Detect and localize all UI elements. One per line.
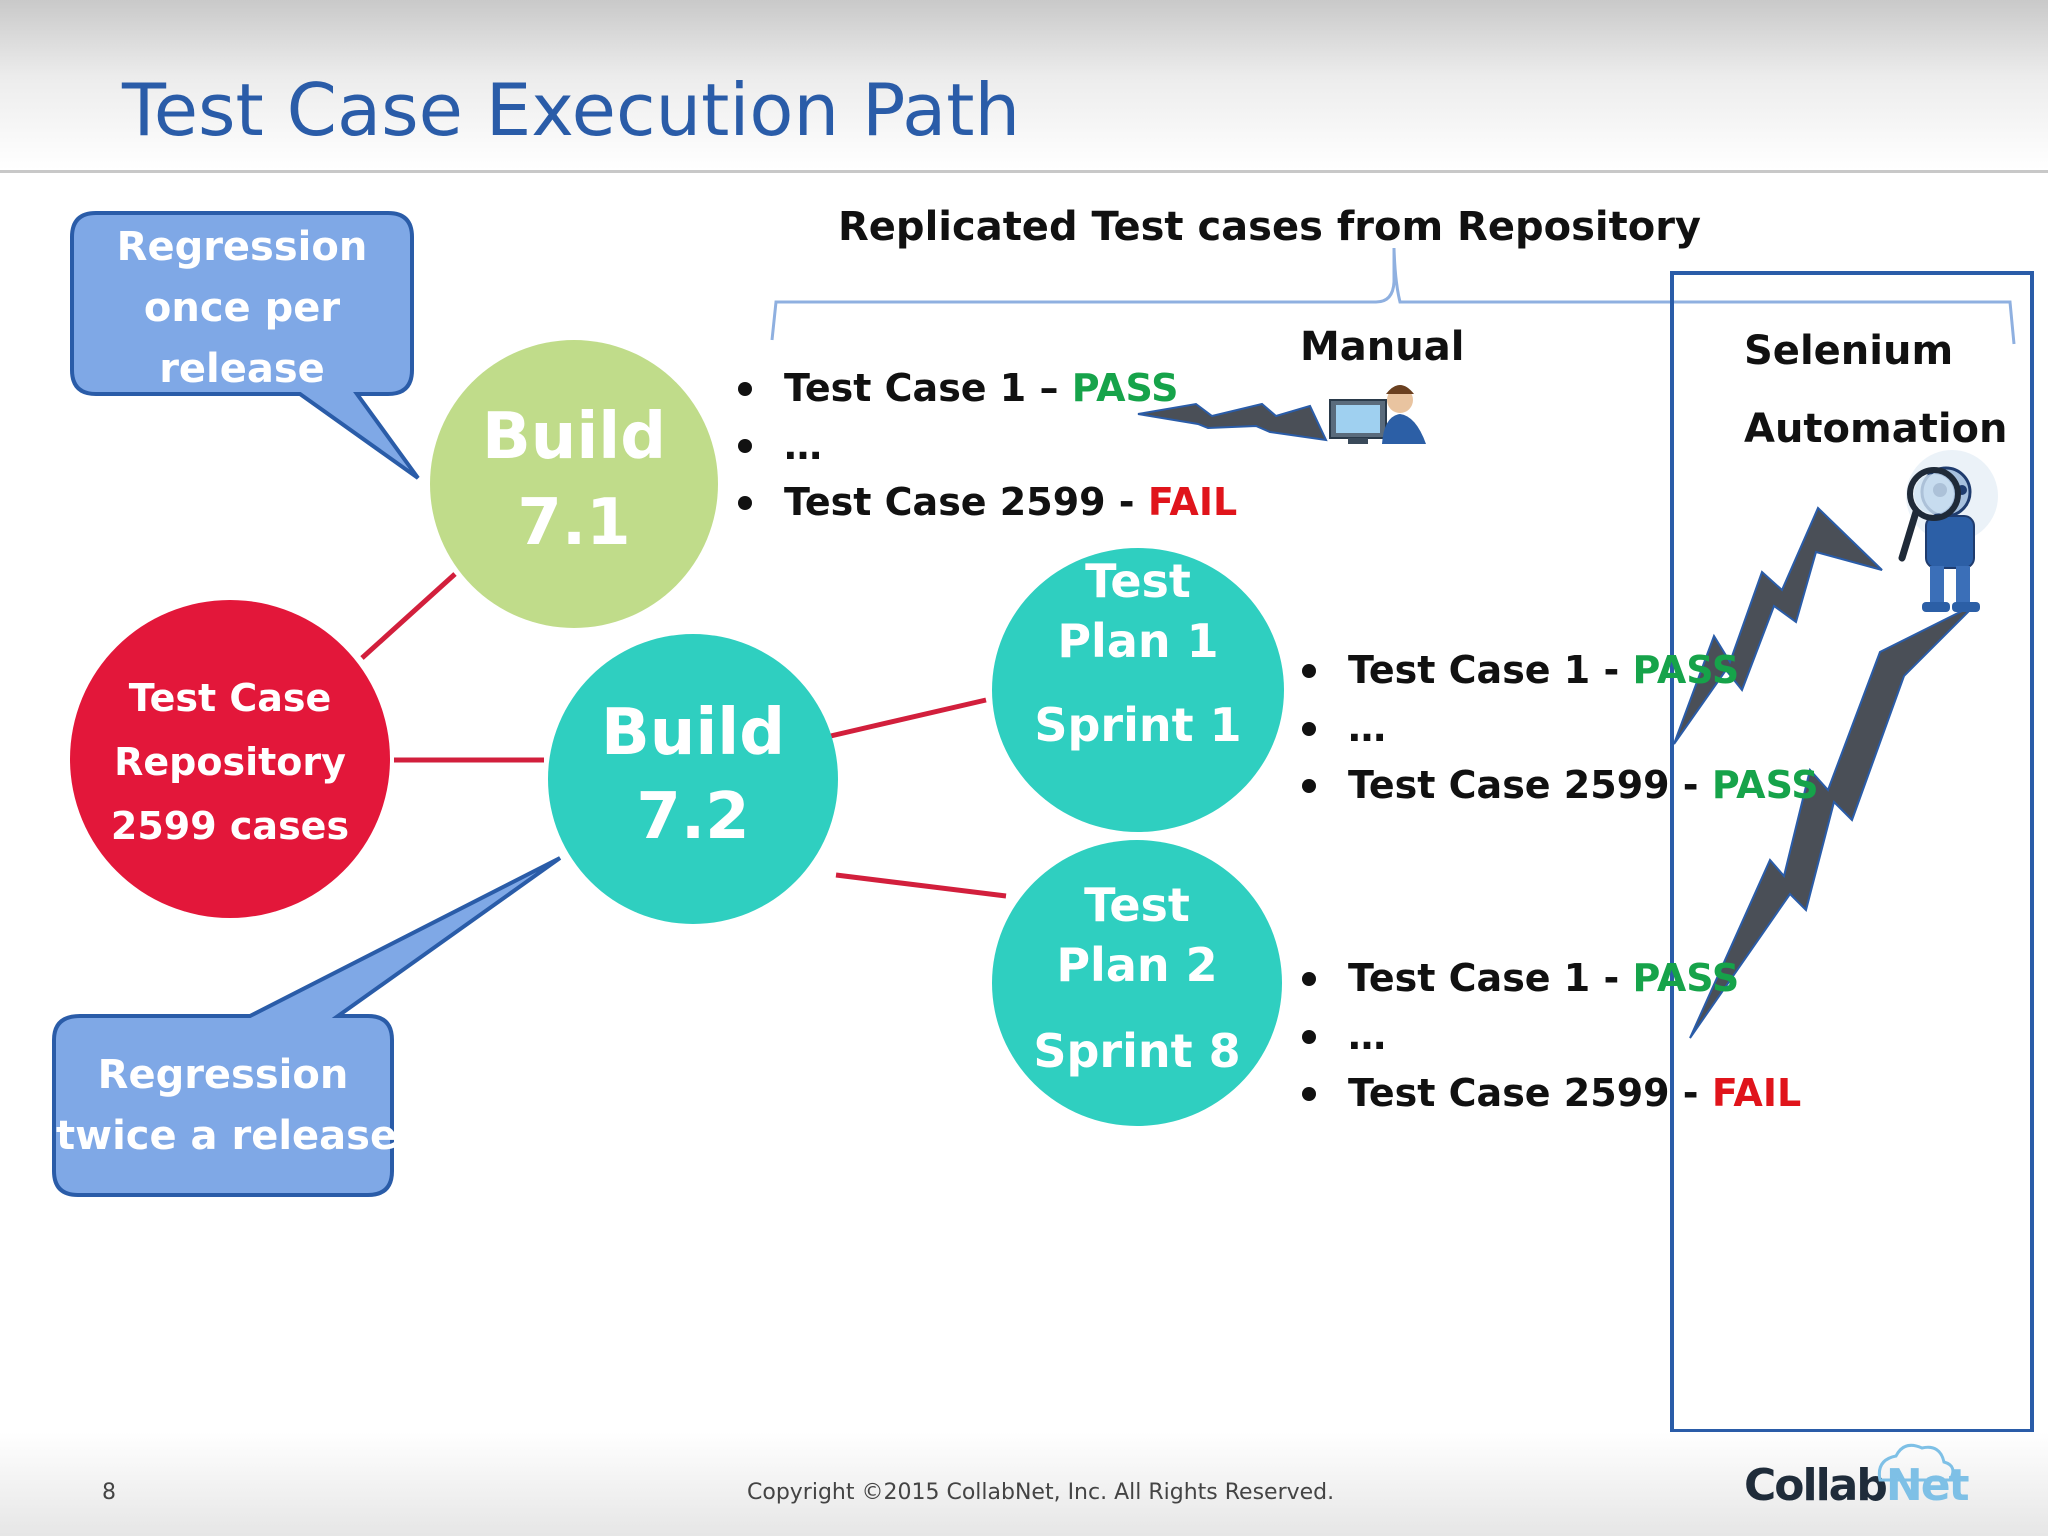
node-test-plan-2-line: Plan 2 xyxy=(1056,938,1218,992)
bullet-dot xyxy=(738,382,752,396)
node-repository: Test Case Repository 2599 cases xyxy=(70,600,390,918)
automation-box xyxy=(1670,271,2034,1433)
node-test-plan-1-line: Test xyxy=(1085,554,1191,608)
bullet-dot xyxy=(1302,1030,1316,1044)
status-pass: PASS xyxy=(1711,763,1819,807)
status-fail: FAIL xyxy=(1147,480,1238,524)
copyright-text: Copyright ©2015 CollabNet, Inc. All Righ… xyxy=(747,1480,1335,1505)
connector-build72-plan1 xyxy=(821,697,987,741)
collabnet-logo: CollabNet xyxy=(1744,1460,1970,1511)
node-build-72: Build 7.2 xyxy=(548,634,838,924)
bullet-dot xyxy=(1302,722,1316,736)
title-bar xyxy=(0,0,2048,173)
list-item-text: … xyxy=(784,424,822,468)
bullet-dot xyxy=(738,439,752,453)
person-at-computer-icon xyxy=(1329,385,1426,444)
logo-part-2: Net xyxy=(1885,1460,1970,1511)
list-item: … xyxy=(1348,706,1386,750)
node-build-71-line: Build xyxy=(481,400,667,474)
footer-bar xyxy=(0,1432,2048,1536)
lightning-automation-1 xyxy=(1673,506,1883,745)
list-item-text: Test Case 2599 - xyxy=(1348,763,1712,807)
status-pass: PASS xyxy=(1632,648,1740,692)
node-test-plan-1-line: Sprint 1 xyxy=(1034,698,1242,752)
bullet-dot xyxy=(1302,972,1316,986)
node-test-plan-2-line: Sprint 8 xyxy=(1033,1024,1241,1078)
callout-top-line: once per xyxy=(143,285,341,331)
node-repository-line: Repository xyxy=(114,740,346,784)
connector-repo-build71 xyxy=(360,572,457,660)
automation-label: Automation xyxy=(1744,406,2008,452)
list-item: Test Case 2599 - FAIL xyxy=(1348,1071,1801,1115)
callout-top-line: Regression xyxy=(116,224,368,270)
list-item-text: … xyxy=(1348,1014,1386,1058)
connector-build72-plan2 xyxy=(835,872,1007,899)
node-build-72-line: Build xyxy=(600,696,786,770)
node-test-plan-1-line: Plan 1 xyxy=(1057,614,1219,668)
callout-bottom-shape xyxy=(52,856,562,1197)
list-item-text: Test Case 1 - xyxy=(1348,956,1633,1000)
status-pass: PASS xyxy=(1632,956,1740,1000)
list-item: Test Case 2599 - FAIL xyxy=(784,480,1237,524)
bracket xyxy=(770,247,2016,345)
callout-top-text: Regression once per release xyxy=(76,217,408,400)
list-item-text: Test Case 1 – xyxy=(784,366,1072,410)
node-repository-line: 2599 cases xyxy=(110,804,350,848)
bullet-dot xyxy=(1302,779,1316,793)
node-repository-line: Test Case xyxy=(128,676,332,720)
list-item: Test Case 2599 - PASS xyxy=(1348,763,1819,807)
robot-with-magnifier-icon xyxy=(1898,450,1998,612)
callout-top-shape xyxy=(70,211,420,480)
node-test-plan-2-line: Test xyxy=(1084,878,1190,932)
selenium-label: Selenium xyxy=(1744,328,1954,374)
node-build-72-line: 7.2 xyxy=(636,780,750,854)
callout-bottom-line: twice a release xyxy=(56,1113,398,1159)
status-pass: PASS xyxy=(1071,366,1179,410)
callout-bottom-text: Regression twice a release xyxy=(56,1045,398,1167)
logo-part-1: Collab xyxy=(1744,1460,1888,1511)
node-test-plan-1: Test Plan 1 Sprint 1 xyxy=(992,548,1284,832)
lightning-manual xyxy=(1137,402,1328,442)
node-build-71-line: 7.1 xyxy=(517,486,631,560)
list-item-text: Test Case 2599 - xyxy=(1348,1071,1712,1115)
callout-bottom-line: Regression xyxy=(97,1052,349,1098)
node-build-71: Build 7.1 xyxy=(430,340,718,628)
list-item: Test Case 1 - PASS xyxy=(1348,648,1739,692)
list-item: Test Case 1 – PASS xyxy=(784,366,1179,410)
list-item: … xyxy=(784,424,822,468)
manual-label: Manual xyxy=(1300,324,1465,370)
list-item: … xyxy=(1348,1014,1386,1058)
list-item-text: … xyxy=(1348,706,1386,750)
list-item-text: Test Case 2599 - xyxy=(784,480,1148,524)
callout-top-line: release xyxy=(159,346,325,392)
bullet-dot xyxy=(1302,664,1316,678)
bullet-dot xyxy=(738,496,752,510)
bullet-dot xyxy=(1302,1087,1316,1101)
list-item-text: Test Case 1 - xyxy=(1348,648,1633,692)
replicated-label: Replicated Test cases from Repository xyxy=(838,204,1702,250)
status-fail: FAIL xyxy=(1711,1071,1802,1115)
node-test-plan-2: Test Plan 2 Sprint 8 xyxy=(992,840,1282,1126)
page-number: 8 xyxy=(102,1480,116,1505)
list-item: Test Case 1 - PASS xyxy=(1348,956,1739,1000)
slide-title: Test Case Execution Path xyxy=(122,68,1021,152)
